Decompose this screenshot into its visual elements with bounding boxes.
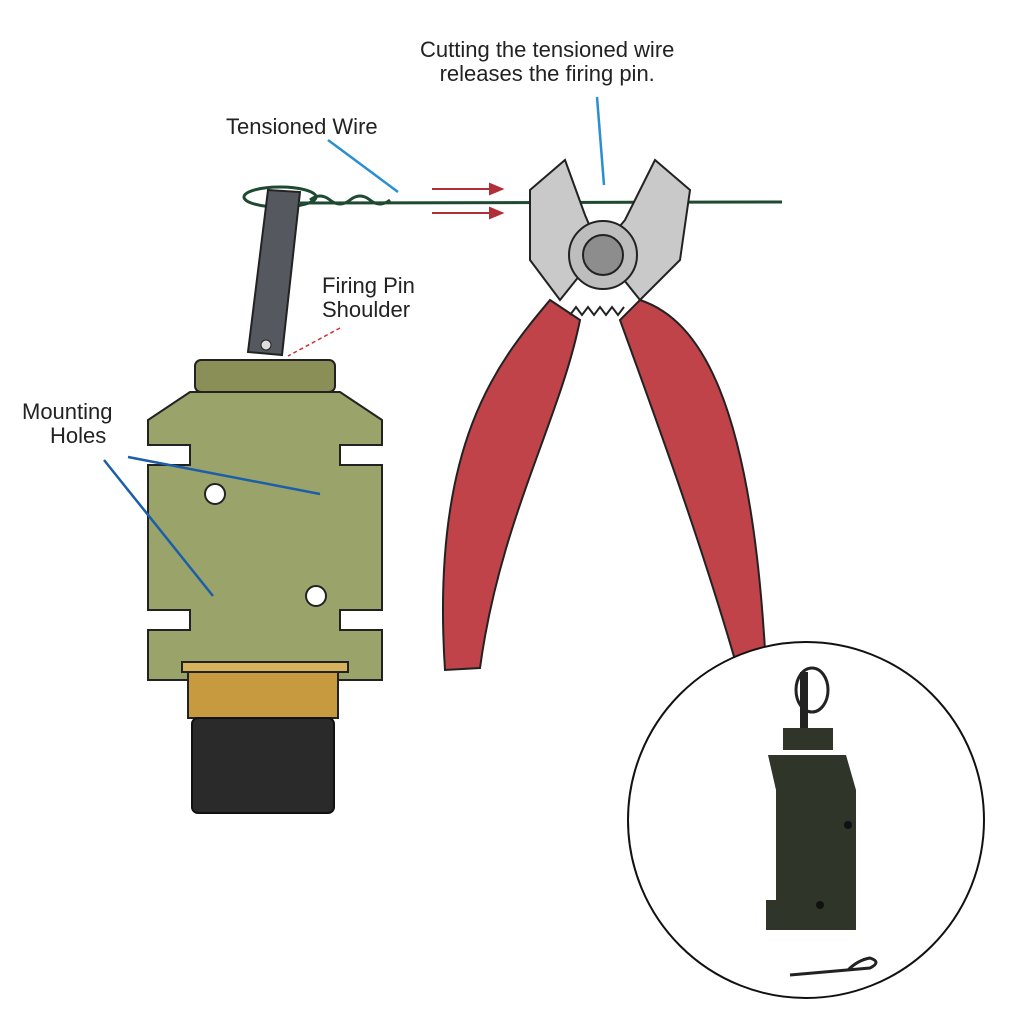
firing-pin-shoulder-label: Firing Pin Shoulder: [322, 274, 415, 322]
cutting-label-line2: releases the firing pin.: [439, 61, 655, 86]
cutting-label-line1: Cutting the tensioned wire: [420, 37, 675, 62]
product-photo-inset: [627, 641, 985, 999]
tensioned-wire-label: Tensioned Wire: [226, 114, 378, 139]
mounting-holes-label: Mounting Holes: [22, 400, 113, 448]
mounting-label-line2: Holes: [50, 423, 107, 448]
brass-collar: [187, 671, 339, 719]
brass-ring: [181, 661, 349, 673]
direction-arrows-icon: [432, 182, 505, 220]
mounting-label-line1: Mounting: [22, 399, 113, 424]
leader-lines: [103, 96, 606, 597]
firing-pin: [246, 188, 302, 357]
shoulder-label-line2: Shoulder: [322, 297, 411, 322]
shoulder-label-line1: Firing Pin: [322, 273, 415, 298]
knurled-base: [191, 717, 335, 814]
tensioned-wire: [242, 185, 783, 209]
device-body: [147, 391, 383, 681]
wire-cutter-pliers: [441, 158, 767, 672]
firing-pin-shoulder: [194, 359, 336, 393]
cutting-label: Cutting the tensioned wire releases the …: [420, 38, 674, 86]
